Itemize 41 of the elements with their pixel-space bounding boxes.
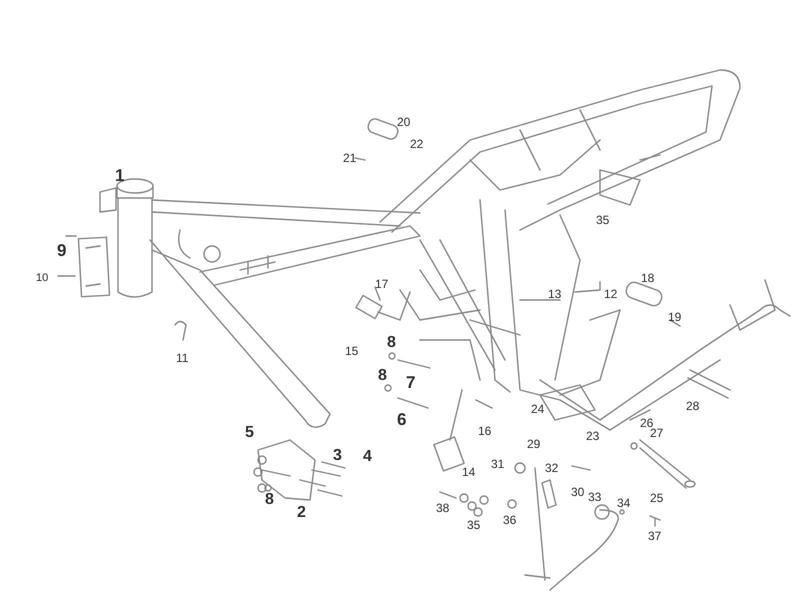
- callout-number: 6: [397, 411, 406, 428]
- callout-number: 23: [586, 430, 600, 442]
- callout-number: 10: [36, 273, 48, 284]
- callout-number: 12: [604, 288, 618, 300]
- callout-number: 16: [478, 425, 492, 437]
- callout-number: 31: [491, 458, 504, 470]
- callout-number: 11: [176, 352, 188, 364]
- callout-number: 8: [378, 368, 387, 384]
- callout-number: 9: [57, 242, 66, 259]
- callout-number: 8: [265, 492, 274, 508]
- callout-number: 34: [617, 497, 630, 509]
- callout-number: 20: [397, 116, 410, 128]
- callout-number: 21: [343, 152, 356, 164]
- callout-number: 24: [531, 403, 544, 415]
- callout-number: 27: [650, 427, 664, 439]
- callout-number: 3: [333, 448, 342, 464]
- callout-number: 35: [596, 214, 610, 226]
- callout-number: 19: [668, 311, 682, 323]
- callout-number: 36: [503, 514, 516, 526]
- callout-number: 25: [650, 492, 664, 504]
- callout-number: 2: [297, 505, 306, 521]
- callout-number: 17: [375, 278, 388, 290]
- callout-number: 7: [406, 374, 416, 391]
- callout-number: 29: [527, 438, 540, 450]
- callout-number: 28: [686, 400, 700, 412]
- callout-number: 22: [410, 138, 424, 150]
- callout-number: 15: [345, 345, 358, 357]
- callout-number: 8: [387, 335, 396, 351]
- callout-number: 13: [548, 288, 562, 300]
- callout-number: 32: [545, 462, 558, 474]
- callout-number: 18: [641, 272, 654, 284]
- callout-number: 37: [648, 530, 662, 542]
- callout-number: 4: [363, 449, 372, 465]
- callout-number: 14: [462, 466, 476, 478]
- callout-number: 30: [571, 486, 584, 498]
- callout-number: 5: [245, 425, 254, 441]
- callout-number: 33: [588, 491, 602, 503]
- callout-number: 35: [467, 519, 480, 531]
- callout-number: 1: [115, 167, 124, 184]
- callout-number: 26: [640, 417, 654, 429]
- callout-number: 38: [436, 502, 450, 514]
